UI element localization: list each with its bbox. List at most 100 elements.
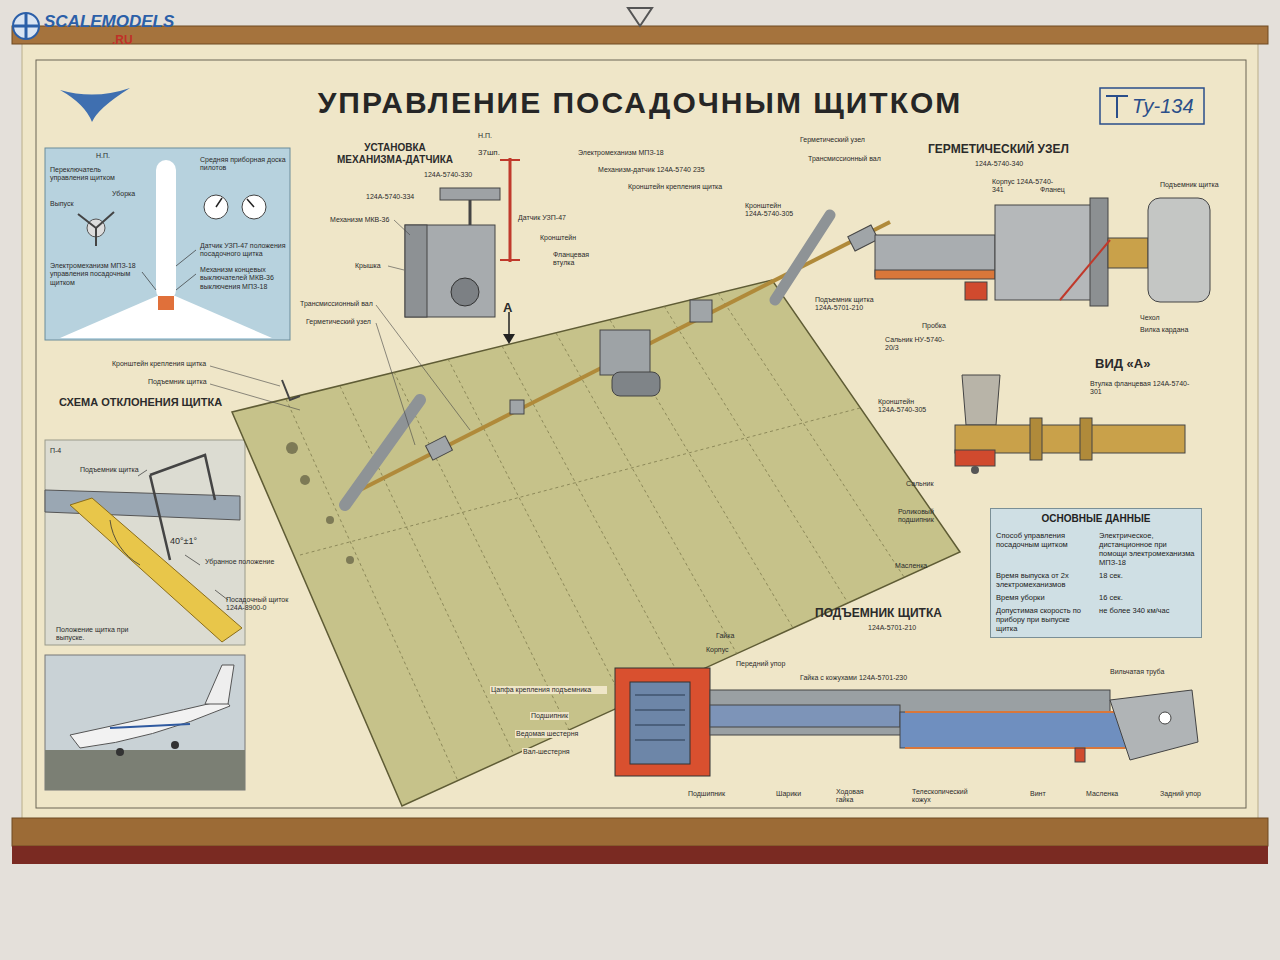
callout-label: Кронштейн 124А-5740-305 bbox=[878, 398, 950, 415]
callout-label: Посадочный щиток 124А-8900-0 bbox=[226, 596, 296, 613]
callout-label: Средняя приборная доска пилотов bbox=[200, 156, 290, 173]
callout-label: Герметический узел bbox=[306, 318, 371, 326]
callout-label: Подъемник щитка 124А-5701-210 bbox=[815, 296, 895, 313]
callout-label: П-4 bbox=[50, 447, 61, 455]
hanger bbox=[628, 8, 652, 26]
callout-label: Кронштейн bbox=[540, 234, 576, 242]
callout-label: Роликовый подшипник bbox=[898, 508, 953, 525]
callout-label: Сальник НУ-5740-20/3 bbox=[885, 336, 955, 353]
callout-label: Герметический узел bbox=[800, 136, 865, 144]
top-rod bbox=[12, 26, 1268, 44]
callout-label: Н.П. bbox=[478, 132, 492, 140]
callout-label: Механизм концевых выключателей МКВ-36 вы… bbox=[200, 266, 288, 291]
callout-label: 40°±1° bbox=[170, 536, 197, 547]
callout-label: Телескопический кожух bbox=[912, 788, 984, 805]
callout-label: SCALEMODELS bbox=[44, 12, 174, 32]
callout-label: Вилка кардана bbox=[1140, 326, 1188, 334]
poster-frame bbox=[36, 60, 1246, 808]
callout-label: Подшипник bbox=[688, 790, 725, 798]
callout-label: Задний упор bbox=[1160, 790, 1201, 798]
callout-label: Выпуск bbox=[50, 200, 73, 208]
poster-paper bbox=[22, 40, 1258, 822]
callout-label: Винт bbox=[1030, 790, 1046, 798]
callout-label: Кронштейн крепления щитка bbox=[628, 183, 722, 191]
table-cell: Время уборки bbox=[996, 593, 1093, 602]
callout-label: ВИД «А» bbox=[1095, 356, 1150, 372]
table-cell: Допустимая скорость по прибору при выпус… bbox=[996, 606, 1093, 633]
callout-label: Подъемник щитка bbox=[80, 466, 139, 474]
callout-label: 124А-5740-340 bbox=[975, 160, 1023, 168]
callout-label: Подъемник щитка bbox=[1160, 181, 1219, 189]
callout-label: Кронштейн 124А-5740-305 bbox=[745, 202, 815, 219]
poster-title: УПРАВЛЕНИЕ ПОСАДОЧНЫМ ЩИТКОМ bbox=[270, 86, 1010, 120]
callout-label: Убранное положение bbox=[205, 558, 275, 566]
type-logo-mark bbox=[1106, 96, 1128, 118]
callout-label: Датчик УЗП-47 bbox=[518, 214, 566, 222]
table-cell: Время выпуска от 2х электромеханизмов bbox=[996, 571, 1093, 589]
callout-label: Уборка bbox=[112, 190, 135, 198]
callout-label: Пробка bbox=[922, 322, 946, 330]
callout-label: Фланец bbox=[1040, 186, 1065, 194]
callout-label: Цапфа крепления подъемника bbox=[490, 686, 607, 694]
callout-label: Шарики bbox=[776, 790, 801, 798]
view-a bbox=[955, 375, 1185, 474]
table-cell: 18 сек. bbox=[1099, 571, 1196, 589]
callout-label: 124А-5740-330 bbox=[424, 171, 472, 179]
callout-label: Масленка bbox=[1086, 790, 1118, 798]
type-logo-frame bbox=[1100, 88, 1204, 124]
table-grid: ОСНОВНЫЕ ДАННЫЕ Способ управления посадоч… bbox=[996, 513, 1196, 633]
callout-label: Ходовая гайка bbox=[836, 788, 876, 805]
callout-label: Датчик УЗП-47 положения посадочного щитк… bbox=[200, 242, 288, 259]
callout-label: Подшипник bbox=[530, 712, 569, 720]
bottom-rod bbox=[12, 818, 1268, 846]
callout-label: Трансмиссионный вал bbox=[808, 155, 881, 163]
callout-label: Подъемник щитка bbox=[148, 378, 207, 386]
landing-flap bbox=[232, 280, 960, 806]
callout-label: А bbox=[503, 300, 512, 316]
callout-label: Втулка фланцевая 124А-5740-301 bbox=[1090, 380, 1190, 397]
callout-label: Ту-134 bbox=[1132, 94, 1194, 118]
callout-label: Н.П. bbox=[96, 152, 110, 160]
table-cell: 16 сек. bbox=[1099, 593, 1196, 602]
callout-label: Чехол bbox=[1140, 314, 1160, 322]
table-heading: ОСНОВНЫЕ ДАННЫЕ bbox=[996, 513, 1196, 525]
callout-label: Масленка bbox=[895, 562, 927, 570]
sensor-mechanism bbox=[210, 158, 520, 445]
aircraft-photo bbox=[45, 655, 245, 790]
callout-label: Передний упор bbox=[736, 660, 785, 668]
callout-label: Гайка bbox=[716, 632, 734, 640]
flap-actuator-cutaway bbox=[615, 668, 1198, 776]
callout-label: Трансмиссионный вал bbox=[300, 300, 373, 308]
callout-label: 124А-5701-210 bbox=[868, 624, 916, 632]
callout-label: .RU bbox=[112, 33, 133, 47]
callout-label: Сальник bbox=[906, 480, 934, 488]
callout-label: Положение щитка при выпуске. bbox=[56, 626, 156, 643]
callout-label: Вильчатая труба bbox=[1110, 668, 1164, 676]
callout-label: 37шп. bbox=[478, 148, 500, 158]
callout-label: СХЕМА ОТКЛОНЕНИЯ ЩИТКА bbox=[58, 396, 223, 409]
callout-label: Электромеханизм МПЗ-18 bbox=[578, 149, 664, 157]
watermark-logo bbox=[13, 13, 39, 39]
callout-label: Крышка bbox=[355, 262, 381, 270]
callout-label: Гайка с кожухами 124А-5701-230 bbox=[800, 674, 907, 682]
callout-label: ПОДЪЕМНИК ЩИТКА bbox=[815, 606, 942, 620]
callout-label: Фланцевая втулка bbox=[553, 251, 598, 268]
callout-label: УСТАНОВКА МЕХАНИЗМА-ДАТЧИКА bbox=[330, 142, 460, 166]
bottom-strip bbox=[12, 846, 1268, 864]
transmission-shaft bbox=[345, 215, 890, 505]
table-cell: Электрическое, дистанционное при помощи … bbox=[1099, 531, 1196, 567]
callout-label: Кронштейн крепления щитка bbox=[112, 360, 206, 368]
callout-label: Ведомая шестерня bbox=[515, 730, 579, 738]
deflection-scheme bbox=[45, 440, 245, 645]
callout-label: Корпус bbox=[706, 646, 729, 654]
callout-label: Механизм МКВ-36 bbox=[330, 216, 389, 224]
wing-logo bbox=[60, 88, 130, 122]
hermetic-unit bbox=[875, 198, 1210, 306]
callout-label: ГЕРМЕТИЧЕСКИЙ УЗЕЛ bbox=[928, 142, 1069, 156]
cockpit-inset bbox=[45, 148, 290, 340]
callout-label: Механизм-датчик 124А-5740 235 bbox=[598, 166, 705, 174]
callout-label: Электромеханизм МПЗ-18 управления посадо… bbox=[50, 262, 140, 287]
callout-label: Переключатель управления щитком bbox=[50, 166, 135, 183]
table-cell: Способ управления посадочным щитком bbox=[996, 531, 1093, 567]
